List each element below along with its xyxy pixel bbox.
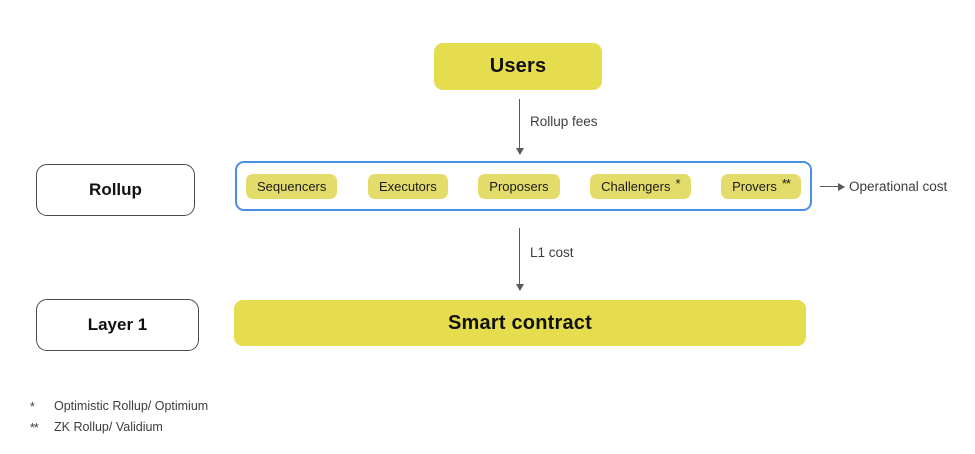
footnote-text: Optimistic Rollup/ Optimium: [54, 399, 209, 413]
flow-label-l1-cost: L1 cost: [530, 245, 574, 260]
actor-label-challengers: Challengers: [601, 178, 671, 194]
actor-pill-challengers: Challengers *: [590, 173, 691, 199]
actor-pill-executors: Executors: [367, 173, 448, 199]
actor-pill-provers: Provers **: [721, 173, 801, 199]
footnotes: * Optimistic Rollup/ Optimium ** ZK Roll…: [30, 399, 209, 442]
layer-label-rollup: Rollup: [36, 164, 195, 216]
users-label: Users: [489, 55, 547, 77]
smart-contract-label: Smart contract: [448, 311, 592, 334]
footnote-marker-challengers: *: [675, 175, 680, 191]
footnote-row: ** ZK Rollup/ Validium: [30, 419, 208, 435]
footnote-marker-provers: **: [781, 175, 791, 191]
arrow-rollup-to-layer1: [515, 228, 524, 291]
actor-label-proposers: Proposers: [489, 178, 549, 194]
actor-pill-proposers: Proposers: [478, 173, 560, 199]
footnote-marker: **: [30, 420, 39, 435]
users-block: Users: [434, 43, 602, 90]
layer-label-rollup-text: Rollup: [89, 180, 142, 199]
rollup-container: Sequencers Executors Proposers Challenge…: [235, 161, 812, 211]
actor-label-executors: Executors: [378, 178, 437, 194]
footnote-text: ZK Rollup/ Validium: [54, 419, 163, 434]
actor-label-provers: Provers: [732, 178, 777, 194]
flow-label-rollup-fees: Rollup fees: [530, 114, 598, 129]
actor-label-sequencers: Sequencers: [257, 178, 327, 194]
smart-contract-block: Smart contract: [234, 300, 806, 346]
layer-label-layer1-text: Layer 1: [87, 315, 148, 334]
footnote-marker: *: [30, 400, 35, 414]
footnote-row: * Optimistic Rollup/ Optimium: [30, 399, 209, 414]
flow-label-operational-cost: Operational cost: [849, 179, 948, 194]
layer-label-layer1: Layer 1: [36, 299, 199, 351]
arrow-rollup-to-operational-cost: [820, 182, 845, 191]
arrow-users-to-rollup: [515, 99, 524, 155]
actor-pill-sequencers: Sequencers: [246, 173, 338, 199]
